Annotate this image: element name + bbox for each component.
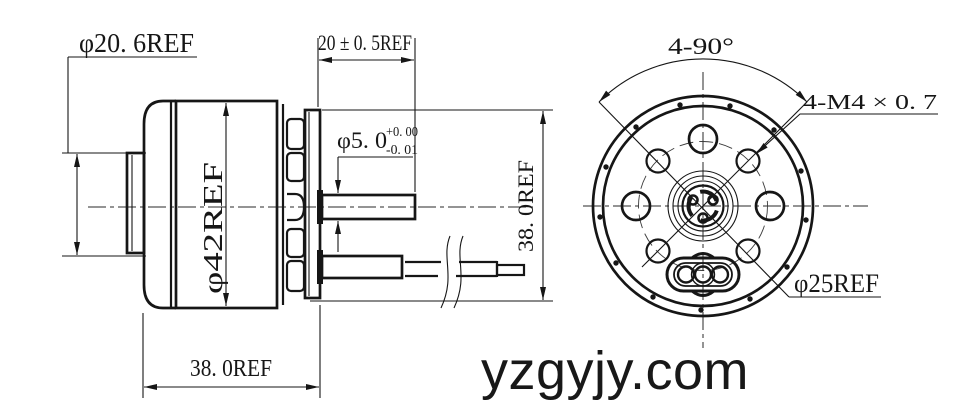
dim-shaft-tol-upper: +0. 00 <box>386 125 418 140</box>
dim-body-length: 38. 0REF <box>142 305 321 398</box>
rim-dots <box>597 102 809 313</box>
motor-shaft <box>320 193 417 221</box>
stator-ribs <box>285 117 306 293</box>
side-view: φ20. 6REF 20 ± 0. 5REF φ5. 0 +0. 00 -0. … <box>62 28 553 398</box>
dim-body-diameter-label: φ42REF <box>198 162 228 294</box>
motor-inner-circle <box>601 104 805 308</box>
diagonal-line <box>598 101 790 298</box>
dim-body-diameter: φ42REF <box>198 103 229 306</box>
wire-connector-tip <box>495 263 526 277</box>
dim-mount-plate-height: 38. 0REF <box>310 109 553 302</box>
dim-shaft-length-label: 20 ± 0. 5REF <box>318 30 412 55</box>
wire-grommet <box>665 252 741 297</box>
motor-bell-housing <box>142 99 176 310</box>
dim-body-length-label: 38. 0REF <box>190 356 272 382</box>
dim-shaft-diameter-label: φ5. 0 <box>337 128 387 153</box>
motor-body <box>174 99 285 310</box>
dim-mount-plate-height-label: 38. 0REF <box>513 160 538 252</box>
front-view: 4-90° 4-M4 × 0. 7 φ25REF <box>583 34 938 348</box>
motor-wires <box>320 235 526 309</box>
bolt-circle <box>638 141 768 271</box>
dim-shaft-length: 20 ± 0. 5REF <box>317 30 416 192</box>
dim-mount-thread: 4-M4 × 0. 7 <box>755 90 938 155</box>
m4-mount-holes <box>645 148 761 264</box>
motor-front-boss <box>125 151 146 255</box>
wire-break-mark <box>440 235 451 309</box>
dim-mount-thread-label: 4-M4 × 0. 7 <box>803 90 937 114</box>
dim-shaft-tol-lower: -0. 01 <box>386 143 418 158</box>
dim-boss-diameter: φ20. 6REF <box>62 28 197 257</box>
dim-bolt-circle-label: φ25REF <box>794 269 879 298</box>
dim-bolt-circle: φ25REF <box>789 269 881 298</box>
watermark-text: yzgyjy.com <box>481 341 749 401</box>
vent-holes <box>620 123 786 222</box>
dim-shaft-diameter: φ5. 0 +0. 00 -0. 01 <box>335 125 418 252</box>
mount-flange-plate <box>303 108 323 300</box>
dim-boss-diameter-label: φ20. 6REF <box>79 28 194 58</box>
dim-hole-angle-label: 4-90° <box>668 34 734 59</box>
wire-break-mark <box>453 235 464 309</box>
dim-hole-angle: 4-90° <box>598 34 808 103</box>
